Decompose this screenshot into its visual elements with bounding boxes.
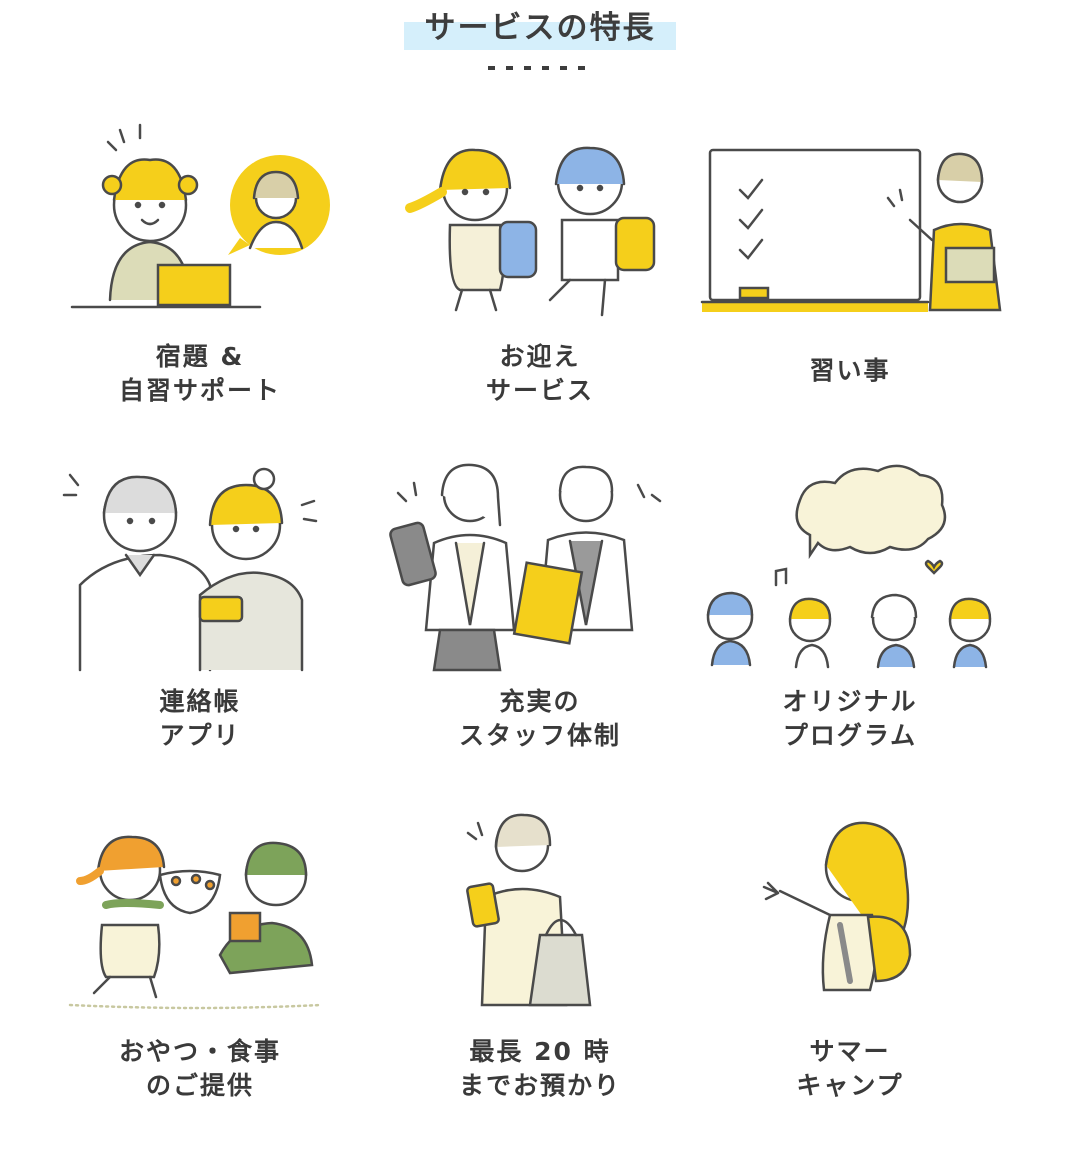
feature-label: 最長 20 時 までお預かり bbox=[390, 1035, 690, 1103]
contact-app-icon bbox=[50, 455, 350, 675]
lessons-icon bbox=[700, 110, 1002, 330]
staff-icon bbox=[389, 455, 690, 675]
feature-label-line2: キャンプ bbox=[796, 1071, 904, 1100]
feature-label-line1: オリジナル bbox=[782, 687, 918, 716]
feature-label-line2: プログラム bbox=[782, 721, 918, 750]
feature-card-pickup: お迎え サービス bbox=[390, 110, 690, 450]
feature-label-line2: までお預かり bbox=[458, 1071, 621, 1100]
feature-label-line1: サマー bbox=[809, 1037, 891, 1066]
feature-label: おやつ・食事 のご提供 bbox=[50, 1035, 350, 1103]
feature-card-app: 連絡帳 アプリ bbox=[50, 455, 350, 795]
feature-card-lessons: 習い事 bbox=[700, 110, 1002, 450]
feature-label-line1: 最長 20 時 bbox=[469, 1037, 611, 1066]
feature-label-line2: のご提供 bbox=[145, 1071, 254, 1100]
feature-label: オリジナル プログラム bbox=[700, 685, 1000, 753]
extended-care-icon bbox=[390, 805, 690, 1025]
feature-label-line1: お迎え bbox=[499, 342, 581, 371]
feature-card-staff: 充実の スタッフ体制 bbox=[389, 455, 690, 795]
feature-label: サマー キャンプ bbox=[700, 1035, 1000, 1103]
feature-label-line1: 習い事 bbox=[809, 356, 891, 385]
feature-label: 充実の スタッフ体制 bbox=[390, 685, 690, 753]
original-program-icon bbox=[700, 455, 1000, 675]
feature-card-extended: 最長 20 時 までお預かり bbox=[390, 805, 690, 1145]
feature-label: お迎え サービス bbox=[390, 340, 690, 408]
snack-meal-icon bbox=[50, 805, 350, 1025]
section-title: サービスの特長 bbox=[424, 10, 656, 46]
feature-label-line2: アプリ bbox=[159, 721, 241, 750]
feature-card-homework: 宿題 & 自習サポート bbox=[50, 110, 350, 450]
feature-label-line1: おやつ・食事 bbox=[118, 1037, 281, 1066]
title-wrap: サービスの特長 bbox=[404, 8, 676, 50]
feature-label: 宿題 & 自習サポート bbox=[50, 340, 350, 408]
feature-label-line1: 宿題 & bbox=[155, 342, 245, 371]
feature-label: 習い事 bbox=[700, 354, 1000, 388]
homework-support-icon bbox=[50, 110, 350, 330]
feature-label-line1: 連絡帳 bbox=[159, 687, 241, 716]
feature-label-line2: サービス bbox=[485, 376, 594, 405]
feature-label-line1: 充実の bbox=[499, 687, 581, 716]
feature-card-camp: サマー キャンプ bbox=[700, 805, 1000, 1145]
summer-camp-icon bbox=[700, 805, 1000, 1025]
feature-card-snack: おやつ・食事 のご提供 bbox=[50, 805, 350, 1145]
feature-label-line2: スタッフ体制 bbox=[458, 721, 621, 750]
feature-card-program: オリジナル プログラム bbox=[700, 455, 1000, 795]
section-header: サービスの特長 bbox=[0, 0, 1080, 90]
title-highlight bbox=[404, 22, 676, 50]
feature-label-line2: 自習サポート bbox=[118, 376, 281, 405]
pickup-service-icon bbox=[390, 110, 690, 330]
feature-label: 連絡帳 アプリ bbox=[50, 685, 350, 753]
title-divider bbox=[488, 66, 596, 70]
